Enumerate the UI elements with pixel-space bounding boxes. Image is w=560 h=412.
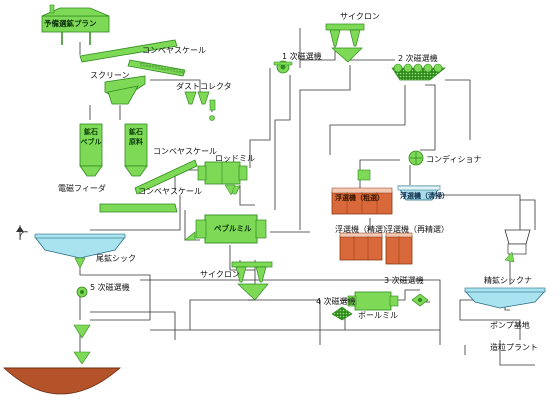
mag-sep-2 xyxy=(391,63,446,81)
ore-raw-line-1: 鉱石 xyxy=(129,128,143,136)
rod-mill-label: ロッドミル xyxy=(215,154,255,163)
pebble-mill-label: ペブルミル xyxy=(214,224,252,233)
conveyor-2 xyxy=(127,59,186,77)
conditioner-label: コンディショナ xyxy=(426,155,482,164)
cyclone-top-label: サイクロン xyxy=(340,12,380,21)
cone-indicator xyxy=(224,184,236,196)
flow-lines xyxy=(19,28,536,366)
mag-sep-3-label: 3 次磁選機 xyxy=(384,276,424,285)
dust-collector xyxy=(184,91,216,121)
pellet-plant-label: 造粒プラント xyxy=(490,343,538,352)
tailings-pond xyxy=(2,367,122,395)
mag-sep-2-label: 2 次磁選機 xyxy=(398,54,438,63)
conveyor-3 xyxy=(134,159,198,195)
ore-pebble-line-1: 鉱石 xyxy=(84,128,98,136)
ball-mill xyxy=(347,291,399,311)
tailings-thickener xyxy=(34,233,126,269)
conveyor-4 xyxy=(99,203,178,213)
mag-sep-4 xyxy=(331,306,353,321)
flotation-scavenger xyxy=(397,185,441,201)
ore-bin-pebble xyxy=(79,123,103,177)
ore-pebble-line-2: ペブル xyxy=(80,138,102,146)
flot-recl-label: 浮選機（再精選） xyxy=(385,225,449,234)
flot-clean-label: 浮選機（精選） xyxy=(335,225,391,234)
conditioner xyxy=(408,150,424,166)
conc-thickener-label: 精鉱シックナ xyxy=(484,276,532,285)
flotation-rougher xyxy=(331,187,393,215)
pump-station-label: ポンプ基地 xyxy=(490,321,530,330)
ball-mill-label: ボールミル xyxy=(358,311,398,320)
cyclone-mid-label: サイクロン xyxy=(200,270,240,279)
mag-sep-1 xyxy=(273,60,293,74)
crushing-plant-label: 予備選鉱プラン xyxy=(44,19,97,28)
ore-bin-raw xyxy=(124,123,148,177)
conveyor-1 xyxy=(79,39,178,63)
screen xyxy=(104,75,146,105)
mag-sep-5 xyxy=(76,286,88,298)
left-return-arc xyxy=(16,226,29,241)
mag-sep-1-label: 1 次磁選機 xyxy=(282,52,322,61)
pebble-mill xyxy=(184,214,267,244)
conveyor-scale-3-label: コンベヤスケール xyxy=(138,187,202,196)
dust-collector-label: ダストコレクタ xyxy=(176,82,232,91)
flotation-cleaner xyxy=(339,232,383,261)
tailings-thickener-label: 尾鉱シック xyxy=(96,254,136,263)
reagent-flag xyxy=(357,169,371,181)
electromagnetic-feeder-label: 電磁フィーダ xyxy=(58,184,106,193)
conveyor-scale-1-label: コンベヤスケール xyxy=(142,46,206,55)
right-drum xyxy=(504,229,531,263)
mag-sep-3 xyxy=(411,293,429,307)
flot-scav-label: 浮選機（清掃） xyxy=(400,192,449,200)
mag-sep-4-label: 4 次磁選機 xyxy=(316,297,356,306)
ore-raw-line-2: 原料 xyxy=(129,138,143,146)
rod-mill xyxy=(197,161,248,195)
conveyor-scale-2-label: コンベヤスケール xyxy=(153,147,217,156)
flotation-recleaner xyxy=(385,232,413,265)
screen-label: スクリーン xyxy=(90,71,130,80)
cyclone-mid xyxy=(231,261,273,301)
mag-sep-5-label: 5 次磁選機 xyxy=(90,283,130,292)
flot-rough-label: 浮選機（粗選） xyxy=(335,194,384,202)
left-funnels xyxy=(73,324,91,365)
crushing-plant xyxy=(41,4,110,45)
cyclone-top xyxy=(325,23,365,63)
concentrate-thickener xyxy=(464,287,546,309)
